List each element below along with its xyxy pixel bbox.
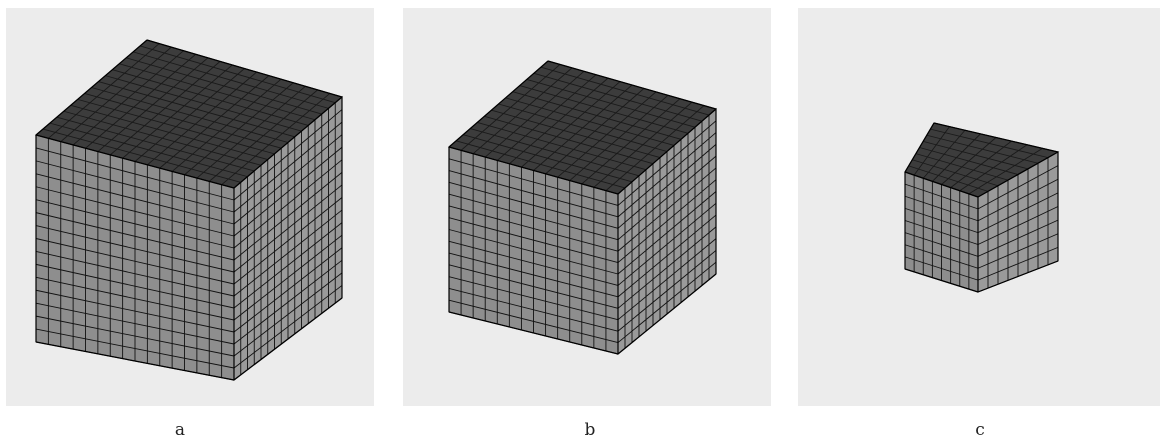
panel-c: [798, 8, 1160, 406]
cube-diagram-a: [6, 8, 374, 406]
panel-b: [403, 8, 771, 406]
caption-a: a: [165, 420, 195, 440]
caption-b: b: [575, 420, 605, 440]
cube-diagram-b: [403, 8, 771, 406]
caption-c: c: [965, 420, 995, 440]
cube-diagram-c: [798, 8, 1160, 406]
panel-a: [6, 8, 374, 406]
